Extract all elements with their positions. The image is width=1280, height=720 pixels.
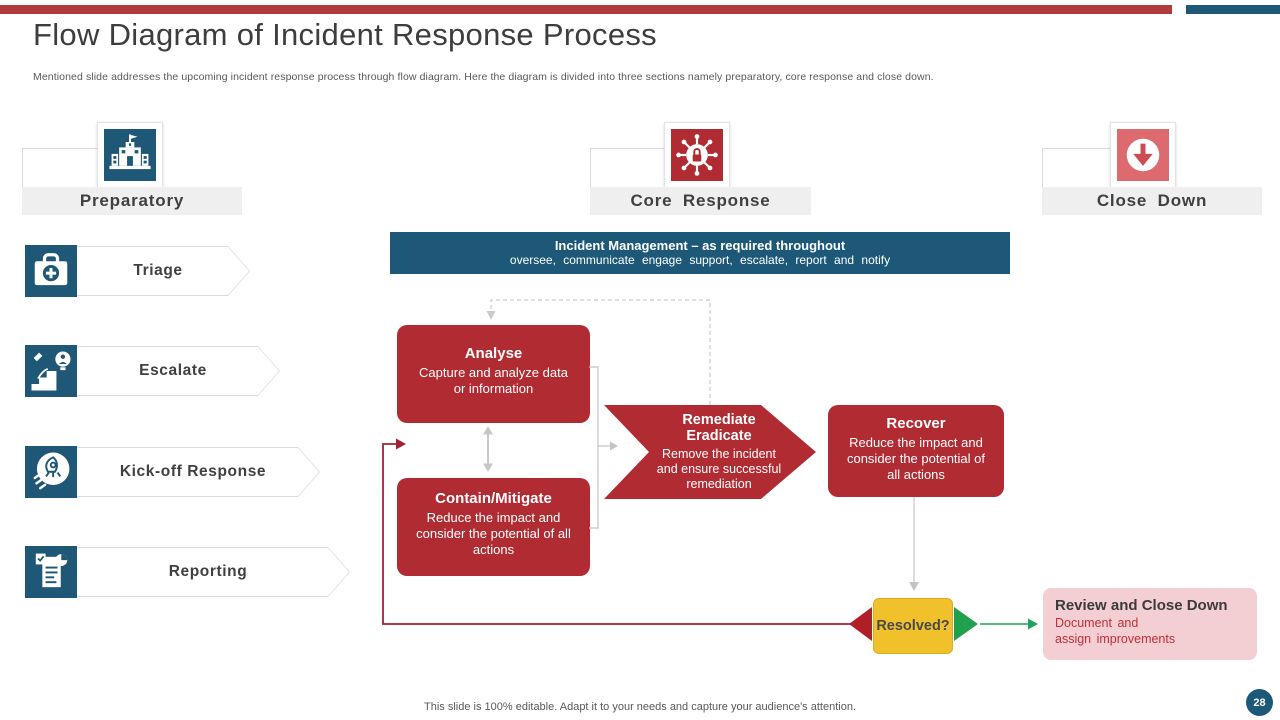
review-body-line2: assign improvements bbox=[1055, 631, 1176, 646]
incident-management-banner[interactable]: Incident Management – as required throug… bbox=[390, 232, 1010, 274]
section-icon-frame bbox=[1110, 122, 1176, 188]
contain-title: Contain/Mitigate bbox=[435, 490, 552, 507]
step-banner: Kick-off Response bbox=[60, 447, 320, 497]
step-banner: Triage bbox=[60, 246, 250, 296]
page-title: Flow Diagram of Incident Response Proces… bbox=[33, 17, 657, 52]
review-title: Review and Close Down bbox=[1055, 597, 1228, 614]
section-label-bar: Core Response bbox=[590, 187, 811, 215]
security-chip-icon bbox=[671, 129, 723, 181]
escalation-idea-icon bbox=[25, 345, 77, 397]
merge-bracket-connector bbox=[589, 366, 599, 529]
section-placeholder-box bbox=[590, 148, 666, 190]
step-label: Reporting bbox=[168, 563, 248, 580]
analyse-body: Capture and analyze data or information bbox=[419, 365, 568, 396]
remediate-eradicate-chevron[interactable]: Remediate Eradicate Remove the incident … bbox=[604, 405, 816, 499]
contain-mitigate-box[interactable]: Contain/Mitigate Reduce the impact and c… bbox=[397, 478, 590, 576]
step-banner: Escalate bbox=[60, 346, 280, 396]
report-document-icon bbox=[25, 546, 77, 598]
top-accent-bar-blue bbox=[1186, 5, 1280, 14]
resolved-decision-box[interactable]: Resolved? bbox=[873, 598, 953, 654]
yes-triangle bbox=[954, 607, 978, 641]
remediate-title: Remediate Eradicate bbox=[682, 411, 756, 444]
contain-body: Reduce the impact and consider the poten… bbox=[416, 510, 571, 557]
review-body-line1: Document and bbox=[1055, 616, 1139, 630]
section-label-bar: Preparatory bbox=[22, 187, 242, 215]
resolved-label: Resolved? bbox=[876, 618, 950, 634]
section-label: Preparatory bbox=[79, 191, 185, 210]
recover-body: Reduce the impact and consider the poten… bbox=[846, 435, 986, 482]
step-label: Kick-off Response bbox=[119, 463, 267, 480]
first-aid-kit-icon bbox=[25, 245, 77, 297]
step-banner: Reporting bbox=[60, 547, 350, 597]
down-arrow-icon bbox=[1117, 129, 1169, 181]
section-placeholder-box bbox=[1042, 148, 1118, 190]
remediate-body: Remove the incident and ensure successfu… bbox=[656, 446, 782, 492]
institution-icon bbox=[104, 129, 156, 181]
banner-subtitle: oversee, communicate engage support, esc… bbox=[509, 253, 891, 267]
slide-subtitle: Mentioned slide addresses the upcoming i… bbox=[33, 71, 934, 83]
review-close-down-box[interactable]: Review and Close Down Document and assig… bbox=[1043, 588, 1257, 660]
no-triangle bbox=[849, 607, 872, 641]
step-label: Triage bbox=[133, 262, 183, 279]
section-placeholder-box bbox=[22, 148, 98, 190]
analyse-title: Analyse bbox=[464, 345, 523, 362]
section-icon-frame bbox=[664, 122, 730, 188]
recover-box[interactable]: Recover Reduce the impact and consider t… bbox=[828, 405, 1004, 497]
step-label: Escalate bbox=[139, 362, 207, 379]
page-number-badge: 28 bbox=[1246, 689, 1273, 716]
top-accent-bar-red bbox=[0, 5, 1172, 14]
recover-title: Recover bbox=[886, 415, 946, 432]
section-label: Close Down bbox=[1096, 191, 1208, 210]
section-label: Core Response bbox=[630, 191, 771, 210]
footer-note: This slide is 100% editable. Adapt it to… bbox=[424, 701, 856, 713]
rocket-icon bbox=[25, 446, 77, 498]
section-label-bar: Close Down bbox=[1042, 187, 1262, 215]
banner-title: Incident Management – as required throug… bbox=[554, 238, 846, 253]
section-icon-frame bbox=[97, 122, 163, 188]
analyse-box[interactable]: Analyse Capture and analyze data or info… bbox=[397, 325, 590, 423]
